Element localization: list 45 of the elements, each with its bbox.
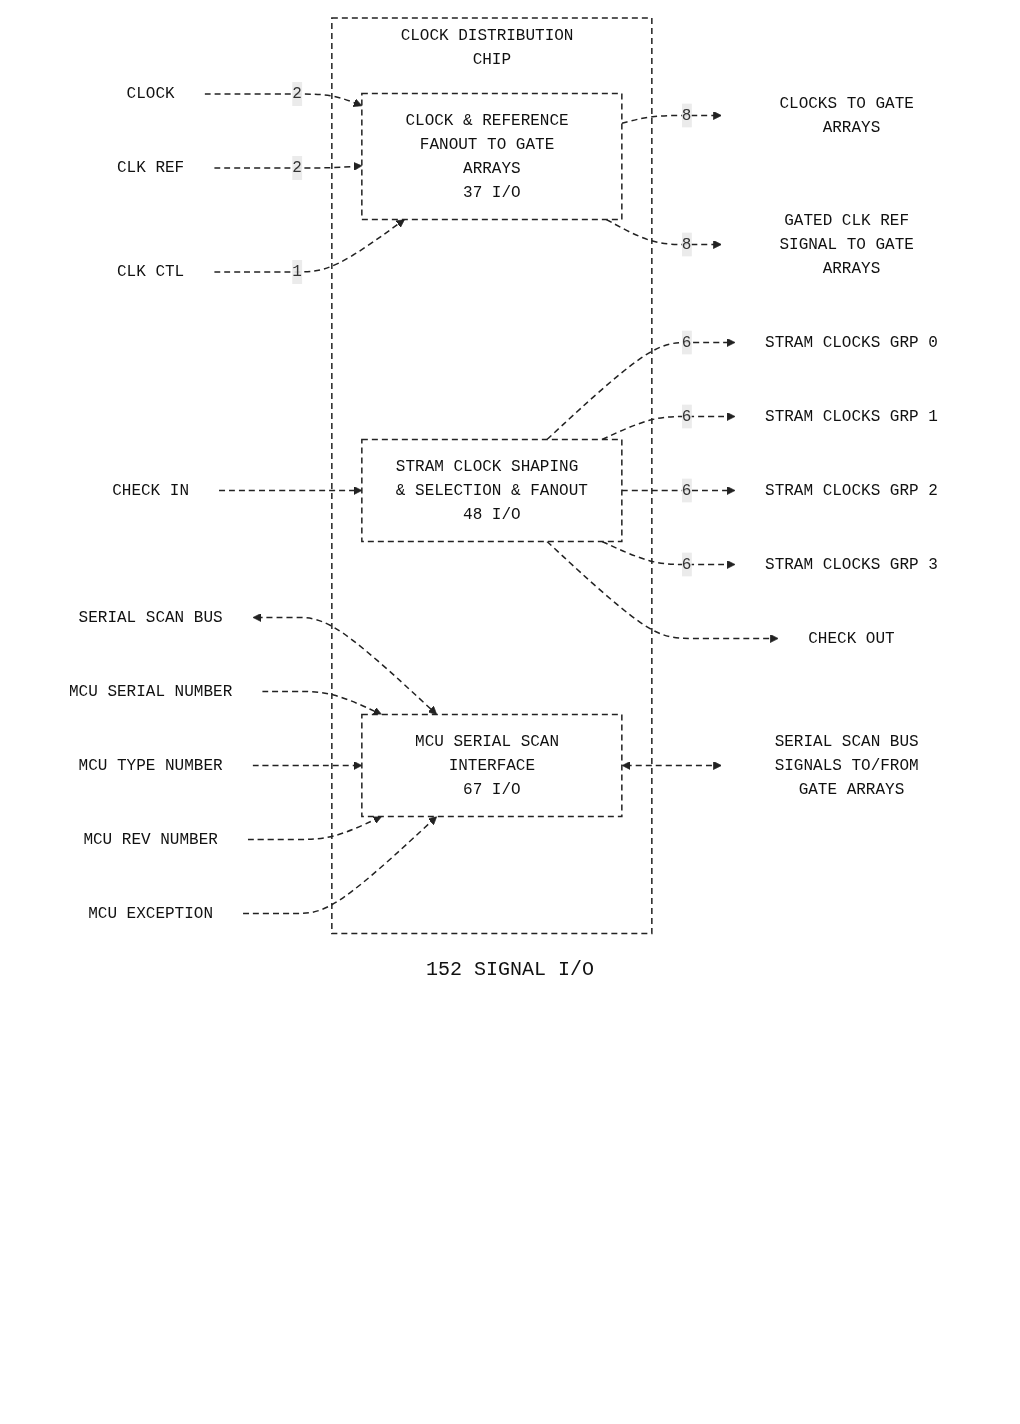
edge-label: 1: [292, 263, 302, 281]
arrow: [252, 613, 437, 715]
node-text: STRAM CLOCKS GRP 2: [764, 481, 938, 500]
node-box: STRAM CLOCK SHAPING & SELECTION & FANOUT 48 I/O: [360, 438, 623, 543]
node-text: SERIAL SCAN BUS SIGNALS TO/FROM GATE ARRAYS: [774, 732, 919, 799]
node-text: MCU TYPE NUMBER: [78, 756, 223, 775]
arrow: [546, 338, 736, 441]
edge-label: 6: [681, 481, 692, 500]
caption-text: 152 SIGNAL I/O: [425, 957, 595, 981]
arrow: [213, 219, 405, 273]
arrow: [601, 540, 736, 569]
node-text: CLOCKS TO GATE ARRAYS: [779, 94, 914, 137]
edge-label: 6: [681, 555, 692, 574]
node-text: STRAM CLOCKS GRP 3: [764, 555, 938, 574]
node-text: MCU EXCEPTION: [87, 904, 213, 923]
arrow: [246, 815, 382, 841]
arrow: [213, 162, 362, 171]
node-box: CLOCK & REFERENCE FANOUT TO GATE ARRAYS 37 I/O: [360, 92, 623, 221]
node-text: MCU REV NUMBER: [83, 830, 218, 849]
edge-label: 6: [681, 407, 692, 426]
edge-label: 2: [292, 159, 302, 177]
node-box: MCU SERIAL SCAN INTERFACE 67 I/O: [360, 713, 623, 818]
arrow: [218, 486, 362, 495]
node-text: CHECK IN: [111, 481, 189, 500]
edge-label: 8: [681, 106, 692, 125]
node-text: CLOCK: [126, 85, 175, 103]
node-text: STRAM CLOCKS GRP 0: [764, 333, 938, 352]
arrow: [203, 93, 362, 107]
arrow: [605, 218, 722, 249]
edge-label: 8: [681, 235, 692, 254]
node-text: CLK REF: [116, 159, 184, 177]
arrow: [251, 761, 362, 770]
node-text: GATED CLK REF SIGNAL TO GATE ARRAYS: [779, 211, 914, 278]
edge-label: 2: [292, 85, 302, 103]
arrow: [621, 761, 722, 770]
node-text: CHECK OUT: [808, 629, 895, 648]
arrow: [601, 412, 736, 441]
node-text: STRAM CLOCKS GRP 1: [764, 407, 938, 426]
arrow: [261, 690, 382, 716]
node-text: SERIAL SCAN BUS: [78, 608, 223, 627]
node-text: MCU SERIAL NUMBER: [68, 682, 232, 701]
node-text: CLK CTL: [116, 263, 184, 281]
edge-label: 6: [681, 333, 692, 352]
arrow: [242, 816, 437, 915]
arrow: [546, 540, 779, 643]
